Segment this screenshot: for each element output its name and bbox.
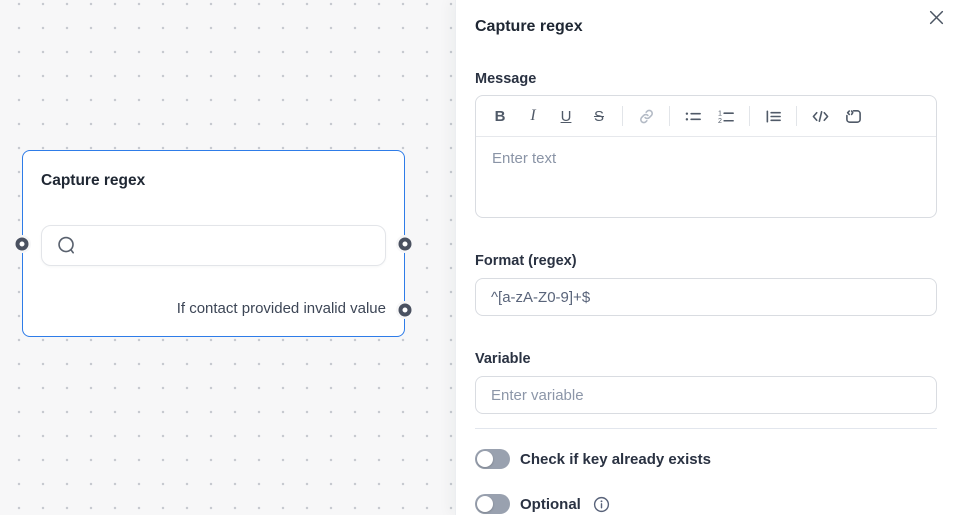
optional-toggle[interactable]: [475, 494, 510, 514]
optional-label: Optional: [520, 495, 581, 513]
optional-row: Optional: [475, 494, 937, 514]
message-input[interactable]: [476, 137, 936, 217]
toolbar-divider: [749, 106, 750, 126]
message-editor-toolbar: B I U S: [476, 96, 936, 137]
output-port-invalid-value[interactable]: [398, 303, 412, 317]
code-button[interactable]: [810, 105, 830, 127]
check-key-exists-row: Check if key already exists: [475, 449, 937, 469]
optional-info-button[interactable]: [593, 495, 611, 513]
underline-button[interactable]: U: [556, 105, 576, 127]
code-snippet-icon: [845, 108, 862, 125]
variable-label: Variable: [475, 351, 531, 367]
toolbar-divider: [622, 106, 623, 126]
section-divider: [475, 428, 937, 429]
italic-button[interactable]: I: [523, 105, 543, 127]
ordered-list-button[interactable]: 1 2: [716, 105, 736, 127]
code-snippet-button[interactable]: [843, 105, 863, 127]
link-button[interactable]: [636, 105, 656, 127]
svg-text:1: 1: [718, 109, 722, 117]
capture-regex-node[interactable]: Capture regex If contact provided invali…: [22, 150, 405, 337]
indent-list-icon: [765, 108, 782, 125]
unordered-list-button[interactable]: [683, 105, 703, 127]
toolbar-divider: [669, 106, 670, 126]
format-regex-label: Format (regex): [475, 253, 577, 269]
format-regex-input[interactable]: [475, 278, 937, 316]
message-editor: B I U S: [475, 95, 937, 218]
node-title: Capture regex: [41, 172, 146, 189]
panel-title: Capture regex: [475, 18, 583, 35]
indent-list-button[interactable]: [763, 105, 783, 127]
flow-canvas[interactable]: Capture regex If contact provided invali…: [0, 0, 455, 515]
variable-input[interactable]: [475, 376, 937, 414]
svg-text:2: 2: [718, 117, 722, 125]
toolbar-divider: [796, 106, 797, 126]
code-icon: [811, 108, 830, 125]
toggle-knob: [477, 496, 493, 512]
unordered-list-icon: [685, 108, 702, 125]
ordered-list-icon: 1 2: [718, 108, 735, 125]
input-port-right[interactable]: [398, 237, 412, 251]
check-key-exists-toggle[interactable]: [475, 449, 510, 469]
check-key-exists-label: Check if key already exists: [520, 450, 711, 468]
strikethrough-button[interactable]: S: [589, 105, 609, 127]
node-output-label: If contact provided invalid value: [176, 300, 386, 317]
input-port-left[interactable]: [15, 237, 29, 251]
node-settings-panel: Capture regex Message B I U S: [455, 0, 956, 515]
link-icon: [638, 108, 655, 125]
toggle-knob: [477, 451, 493, 467]
node-input-preview: [41, 225, 386, 266]
bold-button[interactable]: B: [490, 105, 510, 127]
chat-bubble-icon: [56, 235, 77, 256]
info-icon: [593, 496, 610, 513]
message-label: Message: [475, 71, 537, 87]
close-panel-button[interactable]: [926, 7, 946, 27]
close-icon: [928, 9, 945, 26]
